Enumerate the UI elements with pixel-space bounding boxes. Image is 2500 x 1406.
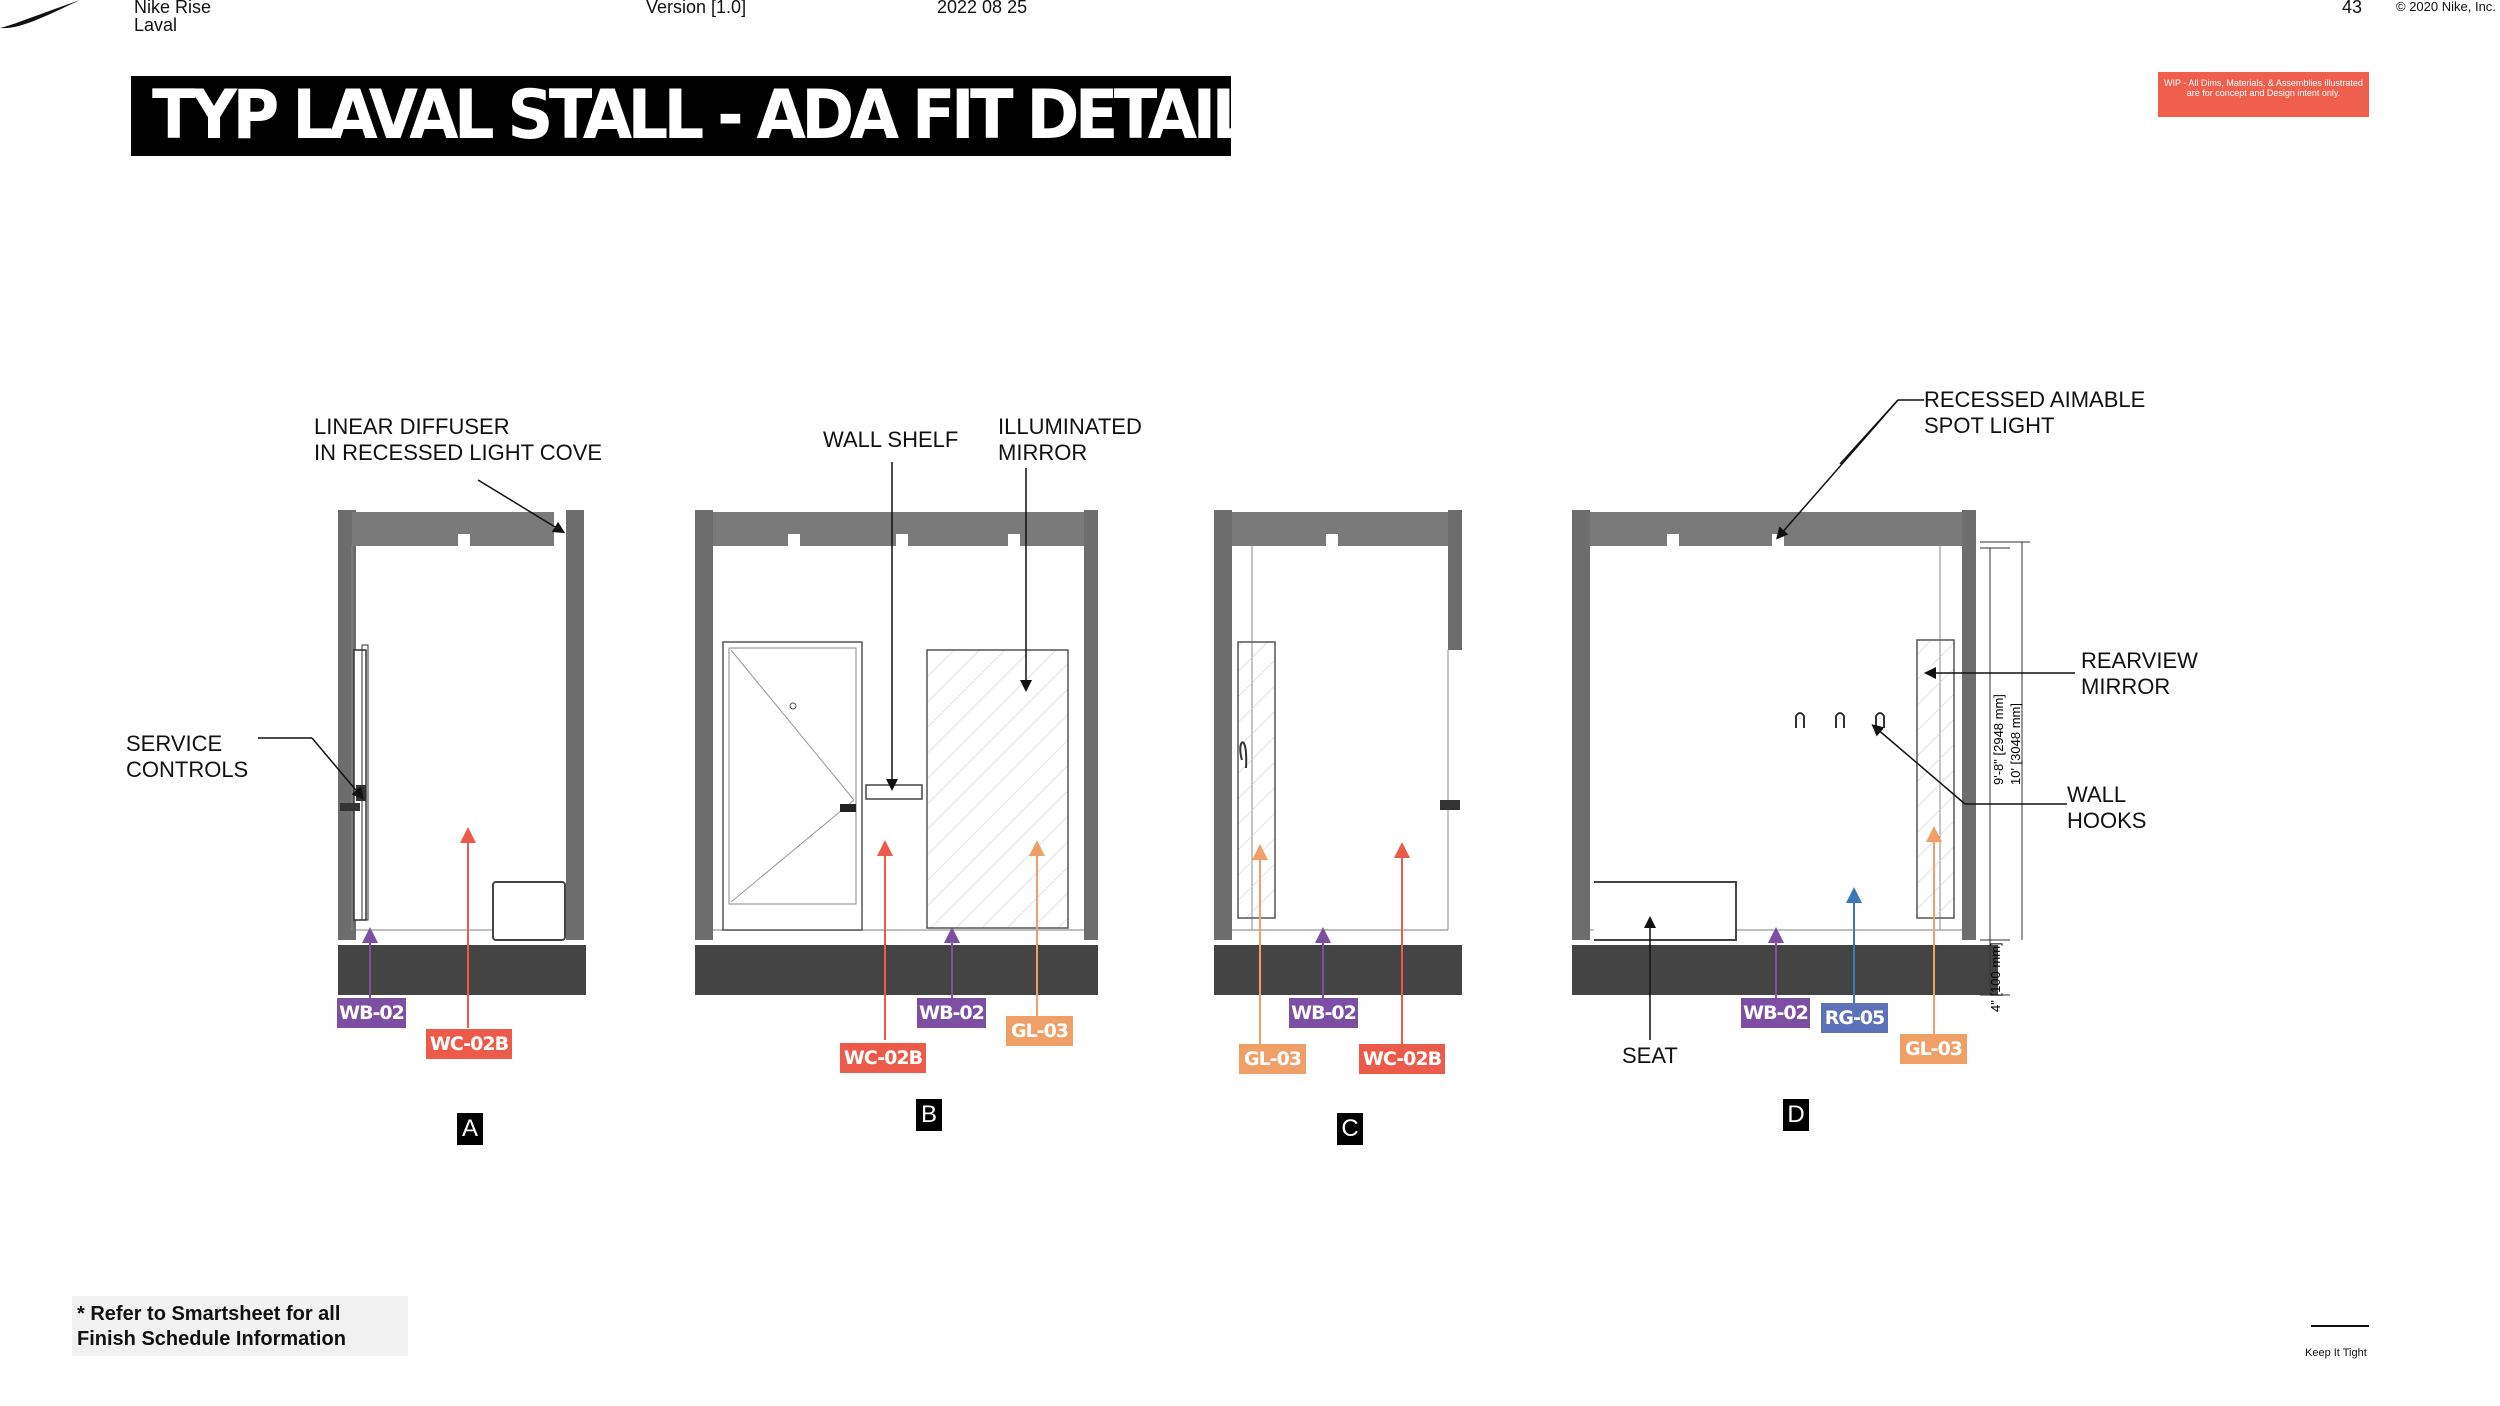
- callout-wall-shelf: WALL SHELF: [823, 427, 959, 452]
- finish-schedule-note-box: [72, 1296, 408, 1356]
- callout-linear-diffuser: LINEAR DIFFUSER IN RECESSED LIGHT COVE: [314, 414, 602, 466]
- project-name: Nike Rise Laval: [134, 0, 211, 34]
- material-tag: WB-02: [1741, 998, 1810, 1028]
- callout-service-controls: SERVICE CONTROLS: [126, 731, 248, 783]
- page-number: 43: [2342, 0, 2363, 17]
- callout-rearview-mirror-line2: MIRROR: [2081, 674, 2171, 699]
- dimension-label-3: 4" [100 mm]: [1988, 942, 2003, 1012]
- wip-badge: WIP - All Dims, Materials, & Assemblies …: [2158, 72, 2369, 117]
- version-label: Version [1.0]: [646, 0, 747, 17]
- callout-illuminated-mirror: ILLUMINATED MIRROR: [998, 414, 1142, 466]
- elevation-c: [1214, 510, 1462, 1053]
- date-label: 2022 08 25: [937, 0, 1028, 17]
- dimension-label-1: 9'-8" [2948 mm]: [1991, 694, 2006, 785]
- callout-wall-hooks-line1: WALL: [2067, 782, 2127, 807]
- material-tag: WB-02: [337, 998, 406, 1028]
- finish-schedule-note: * Refer to Smartsheet for all Finish Sch…: [77, 1302, 346, 1352]
- view-label-d: D: [1783, 1099, 1809, 1131]
- elevation-d: [1572, 399, 2075, 1040]
- page-title: TYP LAVAL STALL - ADA FIT DETAILS: [152, 76, 1294, 155]
- callout-rearview-mirror-line1: REARVIEW: [2081, 648, 2198, 673]
- callout-linear-diffuser-line1: LINEAR DIFFUSER: [314, 414, 510, 439]
- callout-wall-hooks: WALL HOOKS: [2067, 782, 2146, 834]
- material-tag: RG-05: [1821, 1003, 1888, 1033]
- material-tag: GL-03: [1006, 1016, 1073, 1046]
- callout-recessed-spot-line2: SPOT LIGHT: [1924, 413, 2055, 438]
- callout-recessed-spot-line1: RECESSED AIMABLE: [1924, 387, 2146, 412]
- material-tag: WB-02: [917, 998, 986, 1028]
- callout-recessed-spot-light: RECESSED AIMABLE SPOT LIGHT: [1924, 387, 2145, 439]
- copyright: © 2020 Nike, Inc.: [2396, 0, 2496, 14]
- material-tag: WC-02B: [426, 1029, 512, 1059]
- footer-rule: [2311, 1325, 2369, 1327]
- material-tag: WC-02B: [840, 1043, 926, 1073]
- callout-rearview-mirror: REARVIEW MIRROR: [2081, 648, 2198, 700]
- material-tag: WB-02: [1289, 998, 1358, 1028]
- dimension-label-2: 10' [3048 mm]: [2008, 703, 2023, 785]
- callout-wall-hooks-line2: HOOKS: [2067, 808, 2147, 833]
- finish-schedule-note-line1: * Refer to Smartsheet for all: [77, 1303, 341, 1325]
- finish-schedule-note-line2: Finish Schedule Information: [77, 1328, 346, 1350]
- elevation-a: [258, 479, 586, 1028]
- callout-seat: SEAT: [1622, 1043, 1678, 1068]
- title-bar: [131, 76, 1231, 156]
- material-tag: GL-03: [1900, 1034, 1967, 1064]
- callout-service-controls-line2: CONTROLS: [126, 757, 249, 782]
- view-label-c: C: [1337, 1113, 1363, 1145]
- project-name-line2: Laval: [134, 15, 178, 35]
- material-tag: WC-02B: [1359, 1044, 1445, 1074]
- view-label-a: A: [457, 1113, 483, 1145]
- project-name-line1: Nike Rise: [134, 0, 212, 17]
- footer-tagline: Keep It Tight: [2305, 1347, 2367, 1359]
- material-tag: GL-03: [1239, 1044, 1306, 1074]
- callout-service-controls-line1: SERVICE: [126, 731, 223, 756]
- view-label-b: B: [916, 1099, 942, 1131]
- elevation-b: [695, 462, 1098, 1040]
- callout-linear-diffuser-line2: IN RECESSED LIGHT COVE: [314, 440, 603, 465]
- callout-illuminated-mirror-line1: ILLUMINATED: [998, 414, 1142, 439]
- callout-illuminated-mirror-line2: MIRROR: [998, 440, 1088, 465]
